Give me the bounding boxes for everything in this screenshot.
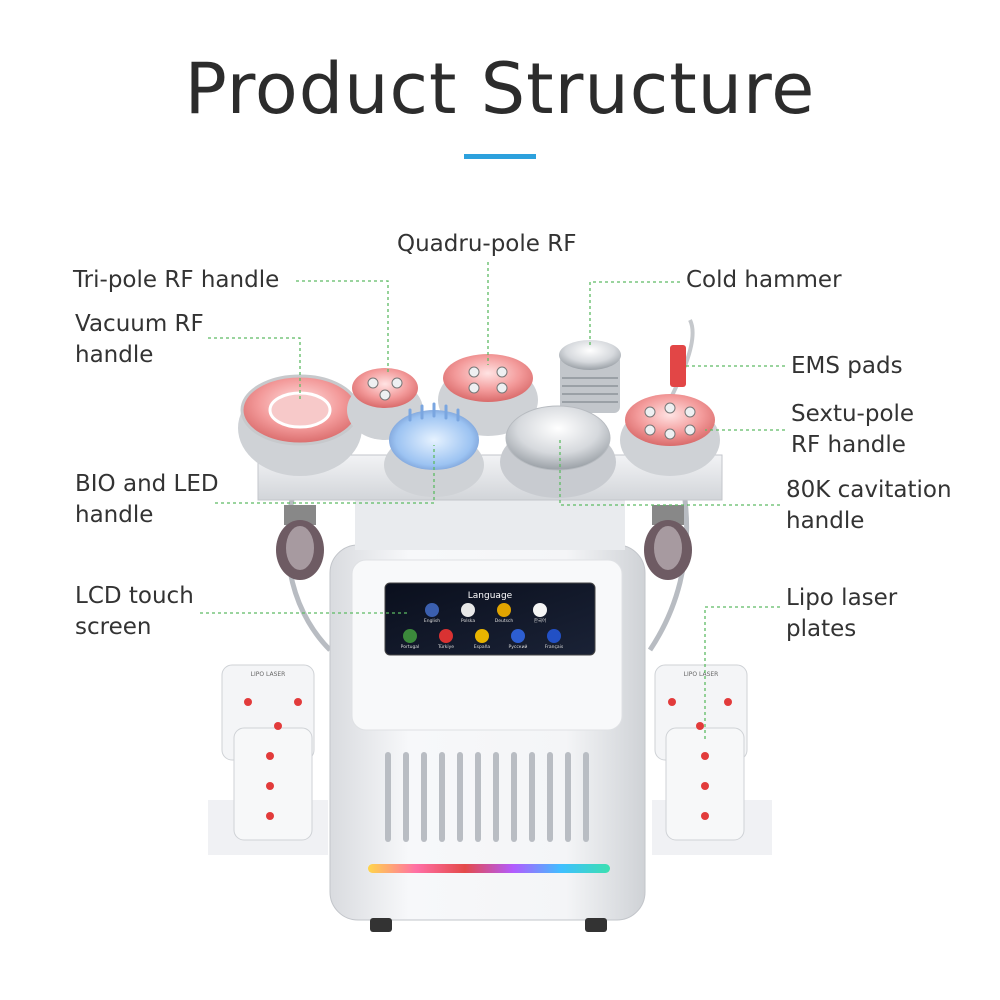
language-name: Français bbox=[545, 644, 564, 650]
leader-bio-led bbox=[215, 445, 435, 504]
leader-vacuum-rf bbox=[208, 337, 301, 400]
label-bio-led-handle: BIO and LED handle bbox=[75, 471, 219, 528]
cavitation-handle bbox=[500, 405, 616, 498]
language-name: Deutsch bbox=[495, 618, 514, 624]
language-name: 한국어 bbox=[534, 617, 546, 624]
ems-pads-plug bbox=[670, 345, 686, 387]
foot-left bbox=[370, 918, 392, 932]
label-tri-pole-rf-handle: Tri-pole RF handle bbox=[73, 267, 280, 293]
plate-label: LIPO LASER bbox=[684, 671, 719, 678]
language-names: English Polska Deutsch 한국어 Portugal Türk… bbox=[401, 617, 564, 650]
language-name: Polska bbox=[461, 618, 475, 624]
plate-label: LIPO LASER bbox=[251, 671, 286, 678]
cable-left bbox=[285, 469, 332, 652]
bio-led-handle bbox=[384, 402, 484, 497]
page-title: Product Structure bbox=[184, 48, 816, 130]
lipo-plates-left: LIPO LASER bbox=[208, 664, 328, 855]
foot-right bbox=[585, 918, 607, 932]
label-cold-hammer: Cold hammer bbox=[686, 267, 842, 293]
lipo-plates-right: LIPO LASER bbox=[652, 664, 772, 855]
label-ems-pads: EMS pads bbox=[791, 353, 903, 379]
leader-cold-hammer bbox=[589, 281, 680, 345]
language-name: Portugal bbox=[401, 644, 420, 650]
side-handle-left bbox=[276, 505, 324, 580]
led-strip bbox=[368, 864, 610, 873]
label-sextu-pole-rf-handle: Sextu-pole RF handle bbox=[791, 401, 915, 458]
vacuum-rf-handle bbox=[238, 374, 362, 476]
side-handle-right bbox=[644, 505, 692, 580]
leader-lipo bbox=[704, 606, 780, 740]
label-lcd-touch-screen: LCD touch screen bbox=[75, 583, 194, 640]
language-name: English bbox=[424, 618, 440, 624]
cable-right bbox=[647, 469, 690, 652]
language-name: Türkiye bbox=[437, 644, 454, 650]
leader-lines bbox=[200, 262, 785, 740]
sextu-pole-rf-handle bbox=[620, 394, 720, 476]
cold-hammer-handle bbox=[559, 340, 621, 413]
screen-heading: Language bbox=[468, 591, 513, 601]
title-underline bbox=[464, 154, 536, 159]
label-quadru-pole-rf: Quadru-pole RF bbox=[397, 231, 577, 257]
leader-cavitation bbox=[559, 438, 780, 506]
label-vacuum-rf-handle: Vacuum RF handle bbox=[75, 311, 204, 368]
lcd-screen bbox=[384, 582, 596, 656]
leader-tri-pole bbox=[296, 280, 389, 372]
language-name: Русский bbox=[509, 643, 528, 650]
label-lipo-laser-plates: Lipo laser plates bbox=[786, 585, 898, 642]
vent-grille bbox=[385, 752, 589, 842]
language-name: España bbox=[474, 644, 491, 650]
language-flags bbox=[403, 603, 561, 643]
label-cavitation-handle: 80K cavitation handle bbox=[786, 477, 952, 534]
